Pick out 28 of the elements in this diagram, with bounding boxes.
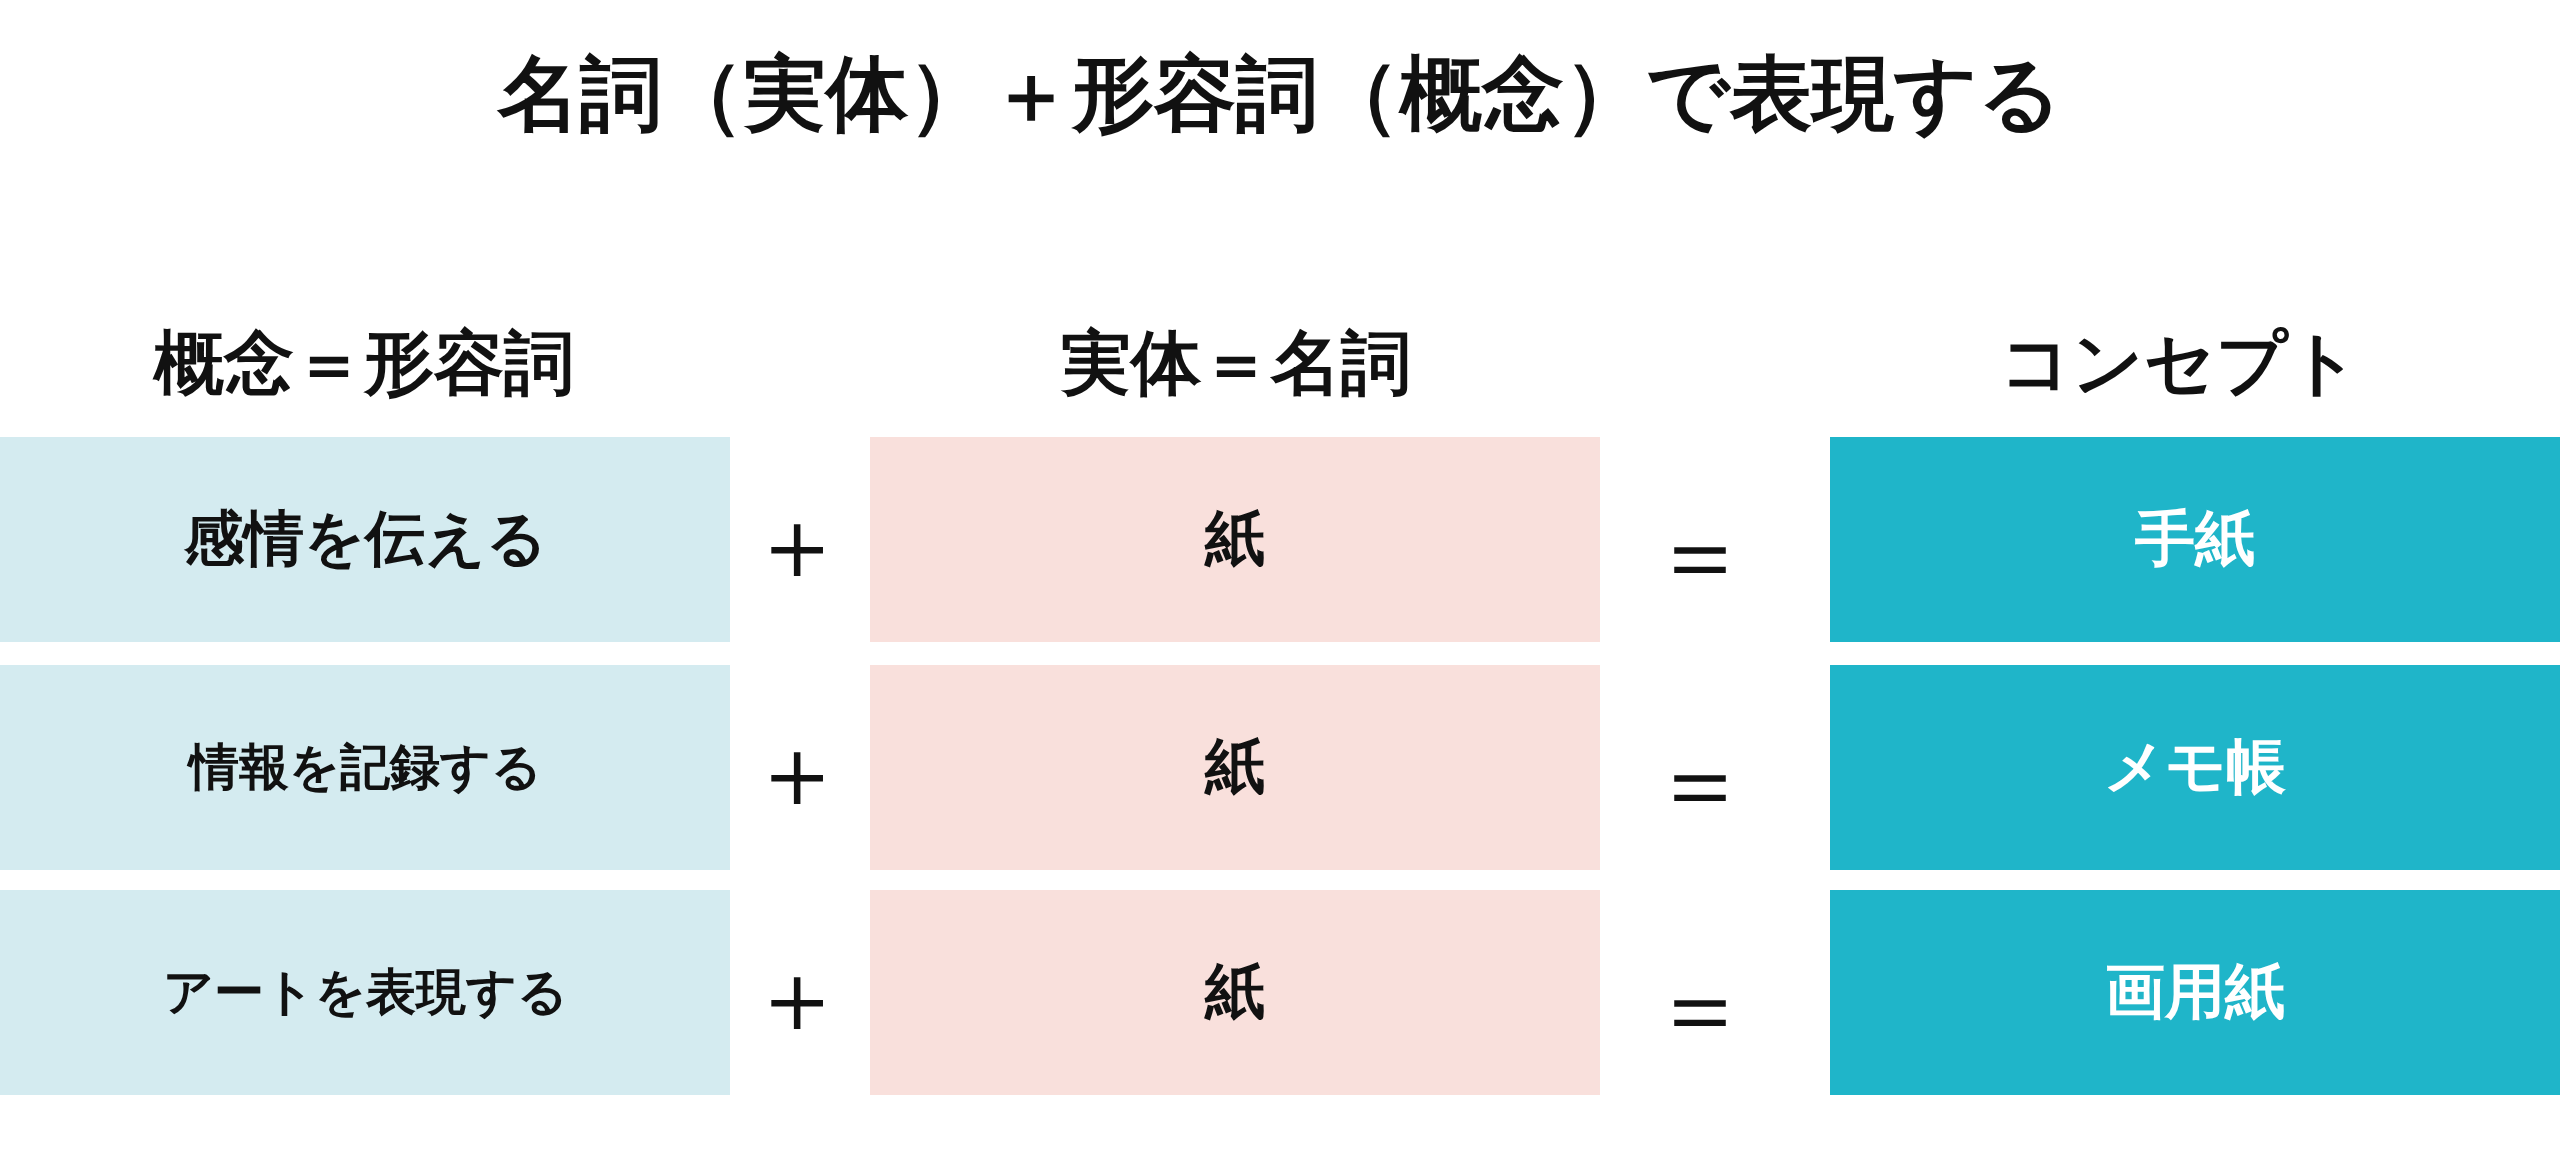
plus-sign: ＋ [747,943,847,1053]
entity-box [870,437,1600,642]
box-text: メモ帳 [2104,730,2286,803]
result-box [1830,665,2560,870]
concept-box [0,890,730,1095]
box-text: 感情を伝える [183,502,547,575]
box-text: 紙 [1205,730,1265,803]
box-text: 情報を記録する [188,737,542,798]
box-text: 紙 [1205,955,1265,1028]
box-text: アートを表現する [162,962,568,1023]
concept-box [0,665,730,870]
equals-sign: ＝ [1650,953,1750,1063]
box-text: 紙 [1205,502,1265,575]
plus-sign: ＋ [747,718,847,828]
column-header: コンセプト [2000,325,2360,402]
entity-box [870,890,1600,1095]
concept-box [0,437,730,642]
result-box [1830,890,2560,1095]
column-header: 概念＝形容詞 [154,325,574,402]
box-text: 手紙 [2135,502,2255,575]
column-header: 実体＝名詞 [1061,325,1411,402]
equals-sign: ＝ [1650,500,1750,610]
entity-box [870,665,1600,870]
result-box [1830,437,2560,642]
equals-sign: ＝ [1650,728,1750,838]
box-text: 画用紙 [2105,955,2285,1028]
plus-sign: ＋ [747,490,847,600]
title: 名詞（実体）＋形容詞（概念）で表現する [496,45,2063,143]
